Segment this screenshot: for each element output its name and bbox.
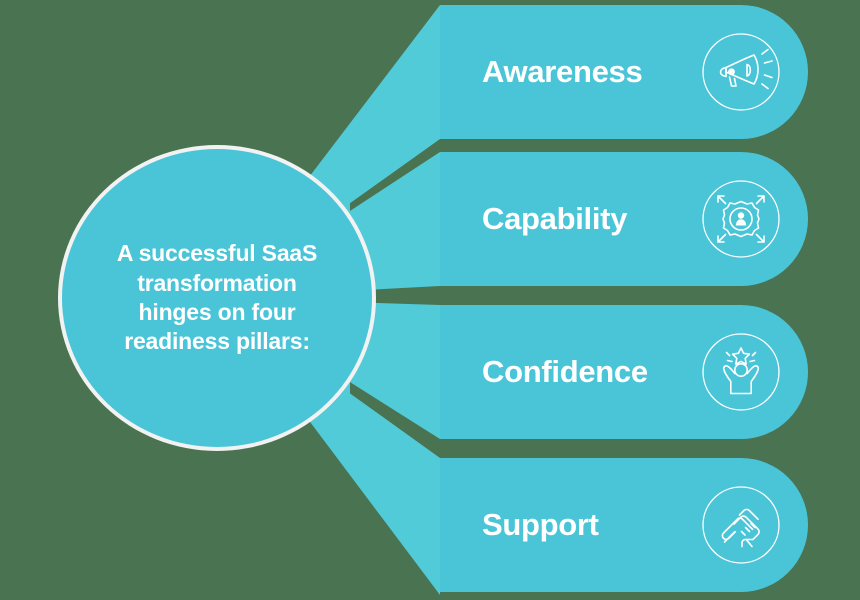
gear-person-icon [696,174,786,264]
pillar-confidence[interactable]: Confidence [440,305,808,439]
megaphone-icon [696,27,786,117]
clasped-hands-icon [696,480,786,570]
pillar-label-awareness: Awareness [482,54,643,89]
pillar-label-support: Support [482,507,599,542]
hub-circle: A successful SaaS transformation hinges … [58,145,376,451]
pillar-awareness[interactable]: Awareness [440,5,808,139]
pillar-label-capability: Capability [482,201,628,236]
pillar-support[interactable]: Support [440,458,808,592]
pillar-capability[interactable]: Capability [440,152,808,286]
person-raised-arms-star-icon [696,327,786,417]
pillar-label-confidence: Confidence [482,354,648,389]
hub-text: A successful SaaS transformation hinges … [116,240,318,355]
